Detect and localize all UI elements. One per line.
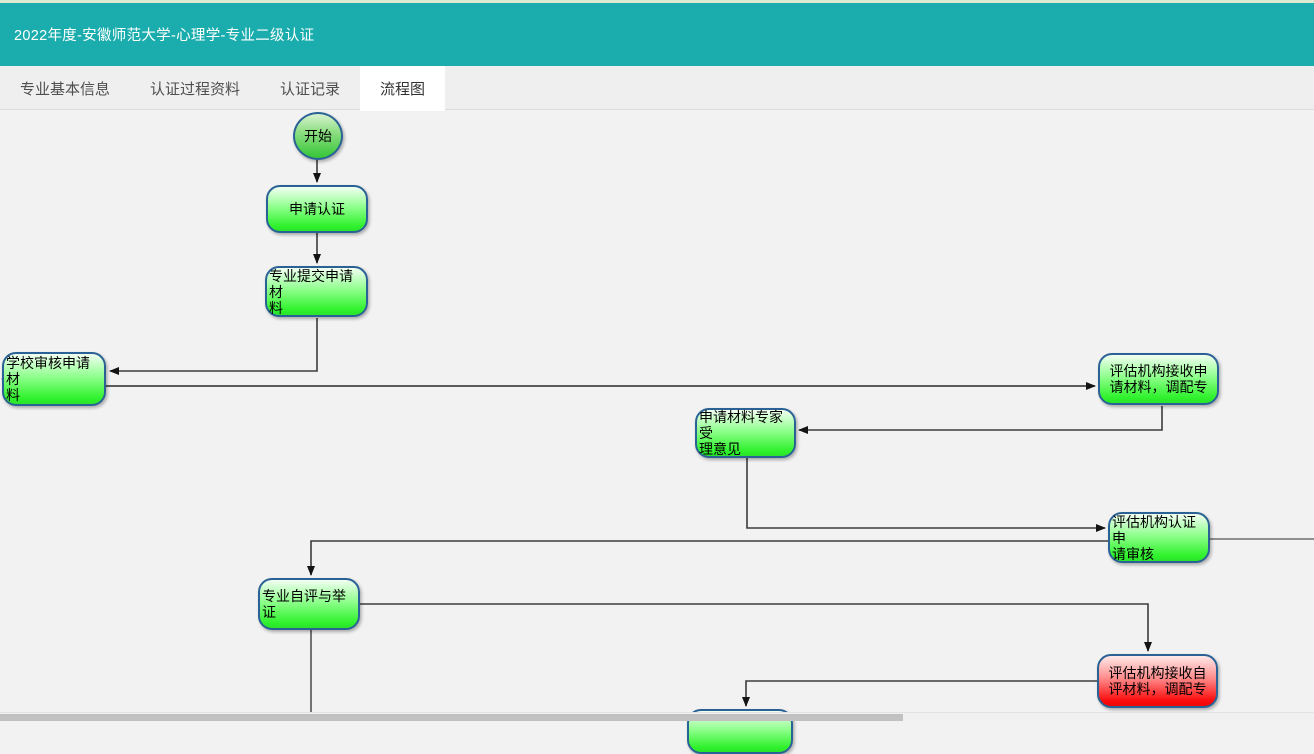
flow-node-label: 开始 xyxy=(304,128,332,144)
flow-node-school-review-materials: 学校审核申请材 料 xyxy=(2,352,106,406)
horizontal-scrollbar-track[interactable] xyxy=(0,712,1314,721)
flow-node-self-evaluation-evidence: 专业自评与举证 xyxy=(258,578,360,630)
flow-edge xyxy=(307,540,1108,576)
tab-flowchart[interactable]: 流程图 xyxy=(360,66,446,111)
flow-edge xyxy=(742,680,1097,707)
flow-node-agency-certification-review: 评估机构认证申 请审核 xyxy=(1108,512,1210,563)
flow-node-start: 开始 xyxy=(293,112,343,160)
flow-node-expert-acceptance-opinion: 申请材料专家受 理意见 xyxy=(695,408,796,458)
horizontal-scrollbar-thumb[interactable] xyxy=(0,714,903,721)
flow-edge xyxy=(109,318,318,375)
flow-node-apply-certification: 申请认证 xyxy=(266,185,368,233)
flow-edge xyxy=(798,406,1163,434)
app-header: 2022年度-安徽师范大学-心理学-专业二级认证 xyxy=(0,0,1314,66)
tab-label: 流程图 xyxy=(380,81,426,98)
page-title: 2022年度-安徽师范大学-心理学-专业二级认证 xyxy=(14,28,315,44)
flow-node-label: 专业提交申请材 料 xyxy=(269,267,353,316)
flow-node-label: 评估机构接收申 请材料，调配专 xyxy=(1109,363,1208,395)
flow-node-label: 学校审核申请材 料 xyxy=(6,355,90,403)
flow-node-label: 评估机构接收自 评材料，调配专 xyxy=(1108,665,1207,697)
flow-edge xyxy=(360,603,1152,652)
flow-node-agency-receive-application: 评估机构接收申 请材料，调配专 xyxy=(1098,353,1219,405)
flow-node-label: 申请认证 xyxy=(289,201,345,217)
flow-node-label: 申请材料专家受 理意见 xyxy=(699,409,783,457)
flow-edge xyxy=(746,458,1106,532)
flow-node-label: 评估机构认证申 请审核 xyxy=(1112,513,1196,562)
tab-label: 认证过程资料 xyxy=(150,80,241,98)
tab-label: 认证记录 xyxy=(280,80,341,98)
flow-node-major-submit-materials: 专业提交申请材 料 xyxy=(265,266,368,317)
flow-node-agency-receive-self-eval: 评估机构接收自 评材料，调配专 xyxy=(1097,654,1218,708)
tab-basic-info[interactable]: 专业基本信息 xyxy=(0,66,130,110)
flow-node-label: 专业自评与举证 xyxy=(262,588,346,620)
tab-certification-records[interactable]: 认证记录 xyxy=(260,66,360,110)
tab-process-materials[interactable]: 认证过程资料 xyxy=(130,66,260,110)
tab-bar: 专业基本信息 认证过程资料 认证记录 流程图 xyxy=(0,66,1314,111)
tab-label: 专业基本信息 xyxy=(20,80,111,98)
flowchart-area: 开始申请认证专业提交申请材 料学校审核申请材 料 评估机构接收申 请材料，调配专申… xyxy=(1,112,1314,754)
